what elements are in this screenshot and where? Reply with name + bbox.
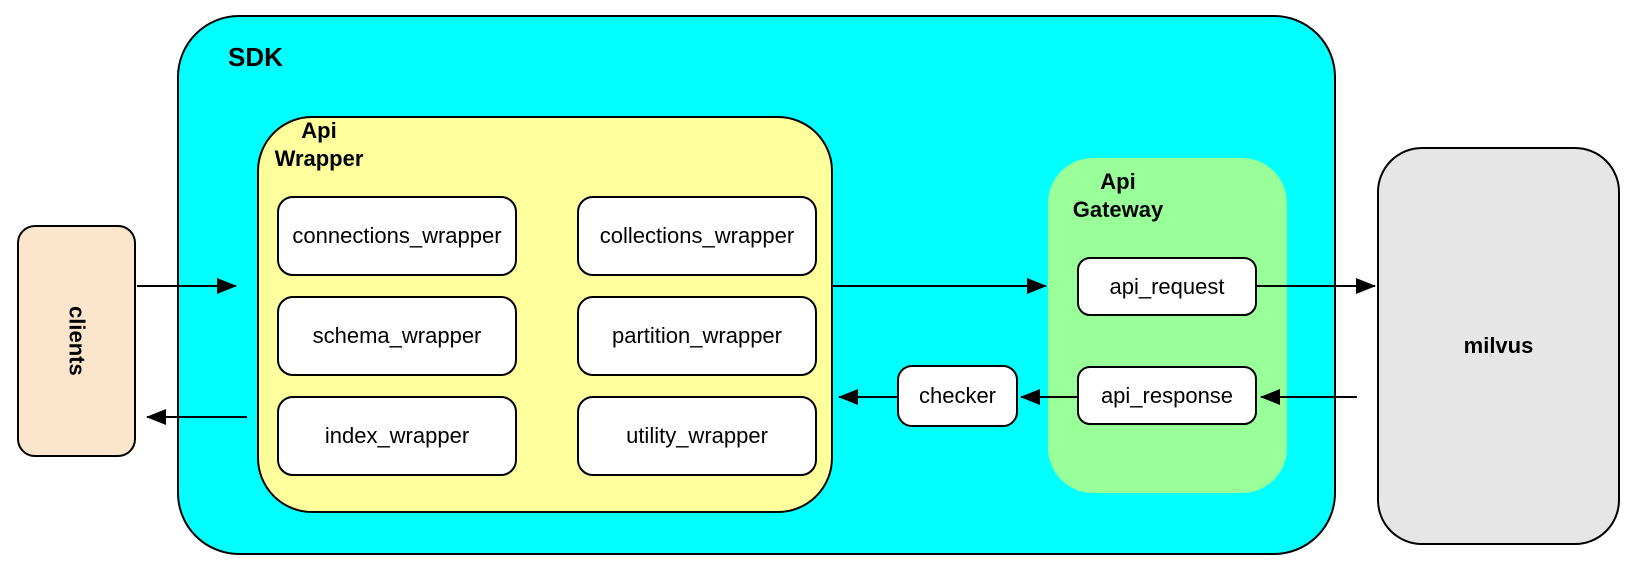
- node-label: index_wrapper: [324, 423, 470, 448]
- node-checker: checker: [897, 365, 1018, 427]
- node-label: schema_wrapper: [312, 323, 482, 348]
- node-label: clients: [64, 306, 90, 376]
- api-gateway-label-line1: Api: [1100, 169, 1136, 194]
- node-milvus: milvus: [1377, 147, 1620, 545]
- node-label: partition_wrapper: [612, 323, 782, 348]
- api-wrapper-label: Api Wrapper: [256, 117, 382, 173]
- api-gateway-label: Api Gateway: [1056, 168, 1180, 224]
- node-utility-wrapper: utility_wrapper: [577, 396, 817, 476]
- node-label: collections_wrapper: [599, 223, 795, 248]
- sdk-label: SDK: [228, 42, 283, 72]
- node-schema-wrapper: schema_wrapper: [277, 296, 517, 376]
- node-label: utility_wrapper: [626, 423, 768, 448]
- node-label: milvus: [1463, 333, 1534, 358]
- node-api-response: api_response: [1077, 366, 1257, 425]
- node-label: api_response: [1100, 382, 1234, 408]
- node-label: api_request: [1109, 273, 1225, 299]
- api-gateway-label-line2: Gateway: [1072, 197, 1164, 222]
- node-partition-wrapper: partition_wrapper: [577, 296, 817, 376]
- api-gateway-container-box: [1048, 158, 1287, 493]
- node-collections-wrapper: collections_wrapper: [577, 196, 817, 276]
- node-api-request: api_request: [1077, 257, 1257, 316]
- node-index-wrapper: index_wrapper: [277, 396, 517, 476]
- api-wrapper-label-line2: Wrapper: [274, 146, 364, 171]
- api-wrapper-label-line1: Api: [301, 118, 337, 143]
- node-clients: clients: [17, 225, 136, 457]
- node-connections-wrapper: connections_wrapper: [277, 196, 517, 276]
- node-label: checker: [918, 383, 997, 408]
- node-label: connections_wrapper: [292, 223, 502, 248]
